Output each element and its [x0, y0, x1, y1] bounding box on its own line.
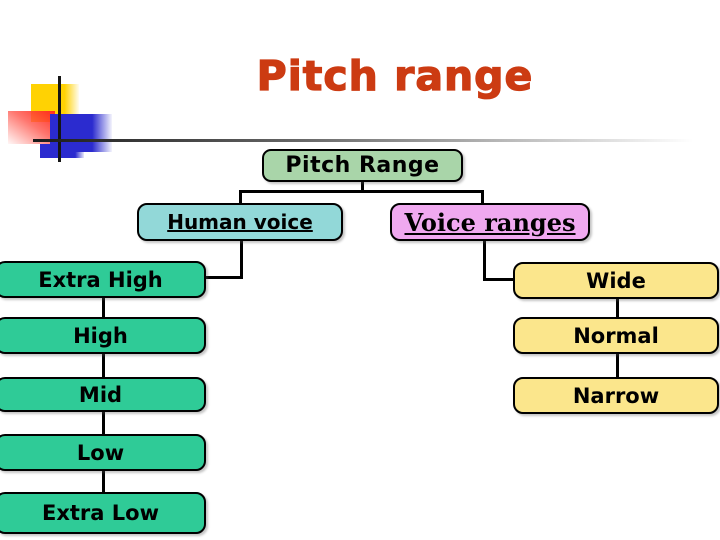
connector-voice-ranges-down [483, 241, 486, 281]
connector-left-0 [102, 298, 105, 317]
node-narrow: Narrow [513, 377, 719, 414]
node-low: Low [0, 434, 206, 471]
node-high: High [0, 317, 206, 354]
connector-voice-ranges-elbow [483, 278, 515, 281]
decoration-horizontal-rule [33, 139, 693, 142]
decoration-blue-small-square [40, 144, 84, 158]
connector-human-voice-down [240, 241, 243, 279]
node-extra-low: Extra Low [0, 492, 206, 534]
node-pitch-range: Pitch Range [262, 149, 463, 182]
slide-title: Pitch range [256, 51, 534, 100]
decoration-vertical-line [58, 76, 61, 162]
connector-human-voice-elbow [206, 276, 243, 279]
node-extra-high: Extra High [0, 261, 206, 298]
connector-left-2 [102, 410, 105, 434]
node-normal: Normal [513, 317, 719, 354]
node-mid: Mid [0, 377, 206, 412]
connector-left-1 [102, 354, 105, 377]
node-voice-ranges: Voice ranges [390, 203, 590, 241]
node-human-voice: Human voice [137, 203, 343, 241]
decoration-red-square [8, 111, 55, 144]
connector-root-stub [361, 182, 364, 191]
connector-branch-left-drop [239, 190, 242, 203]
connector-left-3 [102, 471, 105, 492]
connector-right-1 [616, 354, 619, 377]
connector-branch-horizontal [239, 190, 484, 193]
node-wide: Wide [513, 262, 719, 299]
connector-right-0 [616, 298, 619, 317]
connector-branch-right-drop [481, 190, 484, 203]
